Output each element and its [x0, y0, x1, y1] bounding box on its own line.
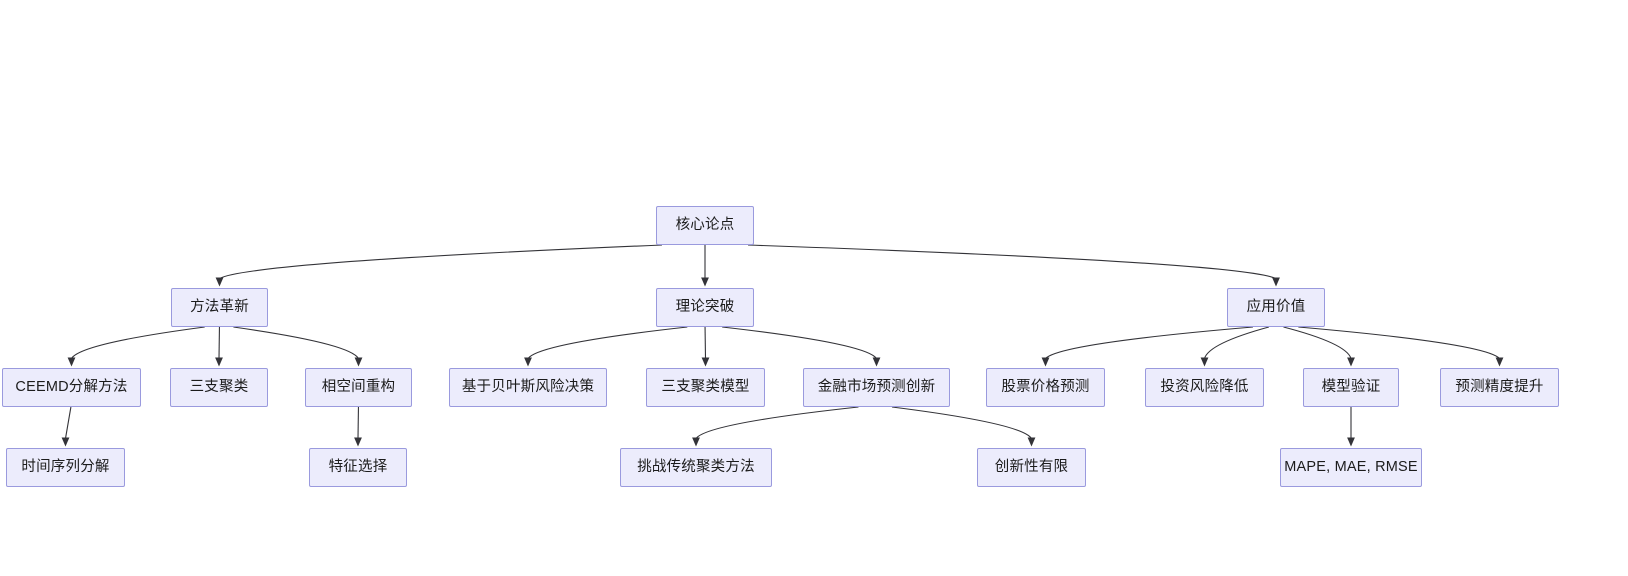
- flowchart-node-l3c3[interactable]: 模型验证: [1303, 368, 1399, 407]
- flowchart-node-l4b[interactable]: 特征选择: [309, 448, 407, 487]
- arrow-head-icon: [692, 437, 700, 447]
- node-label: 预测精度提升: [1455, 379, 1544, 396]
- node-label: 应用价值: [1246, 299, 1306, 316]
- flowchart-node-l4c[interactable]: 挑战传统聚类方法: [620, 448, 772, 487]
- edge-l2b-to-l3b3: [722, 326, 877, 359]
- edge-l2c-to-l3c3: [1283, 326, 1352, 359]
- node-label: 相空间重构: [321, 379, 396, 396]
- flowchart-node-l3c1[interactable]: 股票价格预测: [986, 368, 1105, 407]
- edge-l2c-to-l3c4: [1298, 326, 1500, 359]
- flowchart-node-l3b3[interactable]: 金融市场预测创新: [803, 368, 950, 407]
- flowchart-node-l3c4[interactable]: 预测精度提升: [1440, 368, 1559, 407]
- node-label: 核心论点: [675, 217, 735, 234]
- node-label: MAPE, MAE, RMSE: [1284, 459, 1418, 476]
- arrow-head-icon: [1200, 357, 1209, 367]
- node-label: 理论突破: [675, 299, 735, 316]
- arrow-head-icon: [215, 357, 223, 367]
- edge-l2a-to-l3a3: [233, 326, 359, 359]
- edge-l2a-to-l3a1: [71, 326, 205, 359]
- flowchart-node-l4a[interactable]: 时间序列分解: [6, 448, 125, 487]
- arrow-head-icon: [701, 277, 709, 287]
- arrow-head-icon: [1347, 357, 1355, 367]
- node-label: 方法革新: [190, 299, 249, 316]
- node-label: 时间序列分解: [21, 459, 110, 476]
- node-label: 挑战传统聚类方法: [637, 459, 755, 476]
- node-label: 特征选择: [328, 459, 388, 476]
- edge-l3b3-to-l4d: [891, 406, 1032, 439]
- edge-l3b3-to-l4c: [695, 406, 859, 439]
- flowchart-node-l4d[interactable]: 创新性有限: [977, 448, 1086, 487]
- arrow-head-icon: [1347, 437, 1355, 447]
- node-label: 创新性有限: [994, 459, 1069, 476]
- arrow-head-icon: [354, 437, 362, 447]
- flowchart-node-l3a1[interactable]: CEEMD分解方法: [2, 368, 141, 407]
- edge-l2c-to-l3c2: [1203, 326, 1269, 359]
- flowchart-node-l3b2[interactable]: 三支聚类模型: [646, 368, 765, 407]
- arrow-head-icon: [61, 437, 70, 447]
- arrow-head-icon: [872, 357, 881, 367]
- arrow-head-icon: [67, 357, 76, 367]
- flowchart-node-l2b[interactable]: 理论突破: [656, 288, 754, 327]
- node-label: 三支聚类: [189, 379, 249, 396]
- arrow-head-icon: [1041, 357, 1050, 367]
- arrow-head-icon: [524, 357, 532, 367]
- flowchart-node-l3a3[interactable]: 相空间重构: [305, 368, 412, 407]
- node-label: 投资风险降低: [1160, 379, 1249, 396]
- node-label: CEEMD分解方法: [15, 379, 128, 396]
- node-label: 模型验证: [1321, 379, 1381, 396]
- flowchart-node-root[interactable]: 核心论点: [656, 206, 754, 245]
- flowchart-node-l3b1[interactable]: 基于贝叶斯风险决策: [449, 368, 607, 407]
- edge-l2b-to-l3b1: [527, 326, 688, 359]
- flowchart-node-l2c[interactable]: 应用价值: [1227, 288, 1325, 327]
- node-label: 三支聚类模型: [661, 379, 750, 396]
- flowchart-node-l3c2[interactable]: 投资风险降低: [1145, 368, 1264, 407]
- flowchart-node-l3a2[interactable]: 三支聚类: [170, 368, 268, 407]
- arrow-head-icon: [215, 277, 224, 287]
- arrow-head-icon: [1495, 357, 1504, 367]
- edge-l2c-to-l3c1: [1045, 326, 1253, 359]
- arrow-head-icon: [701, 357, 710, 367]
- arrow-head-icon: [1027, 437, 1036, 447]
- edge-l3a1-to-l4a: [64, 406, 72, 439]
- edge-root-to-l2a: [219, 244, 663, 279]
- arrow-head-icon: [1272, 277, 1280, 287]
- node-label: 金融市场预测创新: [817, 379, 936, 396]
- flowchart-node-l4e[interactable]: MAPE, MAE, RMSE: [1280, 448, 1422, 487]
- edge-root-to-l2c: [747, 244, 1277, 280]
- node-label: 股票价格预测: [1001, 379, 1090, 396]
- flowchart-node-l2a[interactable]: 方法革新: [171, 288, 268, 327]
- node-label: 基于贝叶斯风险决策: [461, 379, 595, 396]
- arrow-head-icon: [354, 357, 363, 367]
